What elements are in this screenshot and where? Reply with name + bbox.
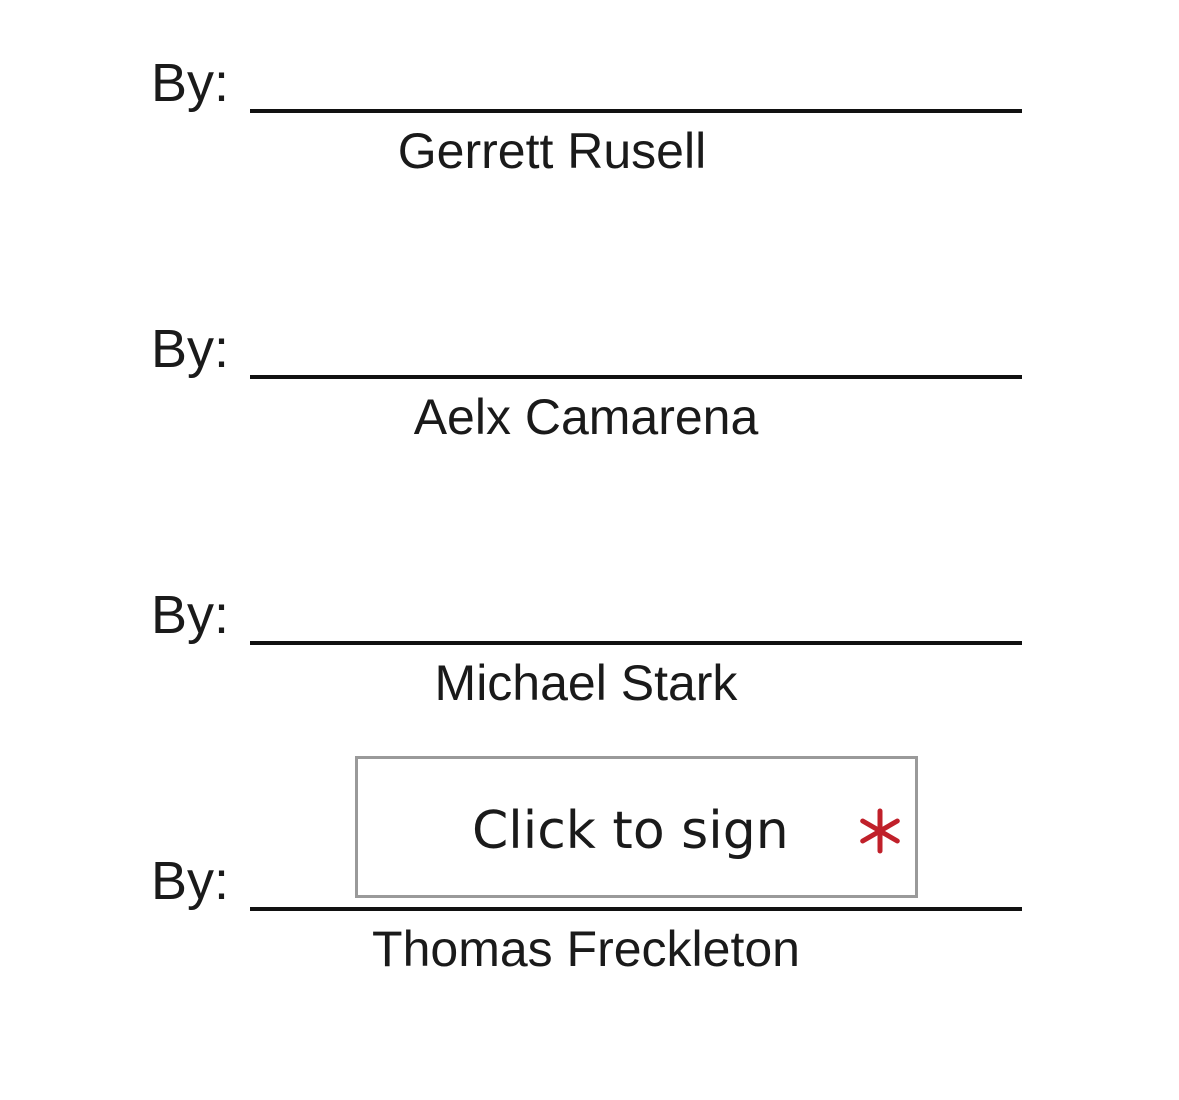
- by-label: By:: [151, 851, 230, 911]
- signature-line: [250, 641, 1022, 645]
- signature-line: [250, 109, 1022, 113]
- signature-block-4: By: Thomas Freckleton: [0, 850, 1179, 990]
- by-label: By:: [151, 53, 230, 113]
- signature-line: [250, 907, 1022, 911]
- signer-name: Michael Stark: [434, 655, 738, 711]
- click-to-sign-field[interactable]: Click to sign: [355, 756, 918, 898]
- signer-name: Gerrett Rusell: [397, 123, 707, 179]
- signature-block-2: By: Aelx Camarena: [0, 318, 1179, 458]
- by-label: By:: [151, 319, 230, 379]
- asterisk-icon: [860, 808, 900, 854]
- by-label: By:: [151, 585, 230, 645]
- signature-block-1: By: Gerrett Rusell: [0, 52, 1179, 192]
- signature-line: [250, 375, 1022, 379]
- signer-name: Thomas Freckleton: [372, 921, 800, 977]
- signature-block-3: By: Michael Stark: [0, 584, 1179, 724]
- signer-name: Aelx Camarena: [413, 389, 759, 445]
- click-to-sign-label: Click to sign: [472, 801, 789, 861]
